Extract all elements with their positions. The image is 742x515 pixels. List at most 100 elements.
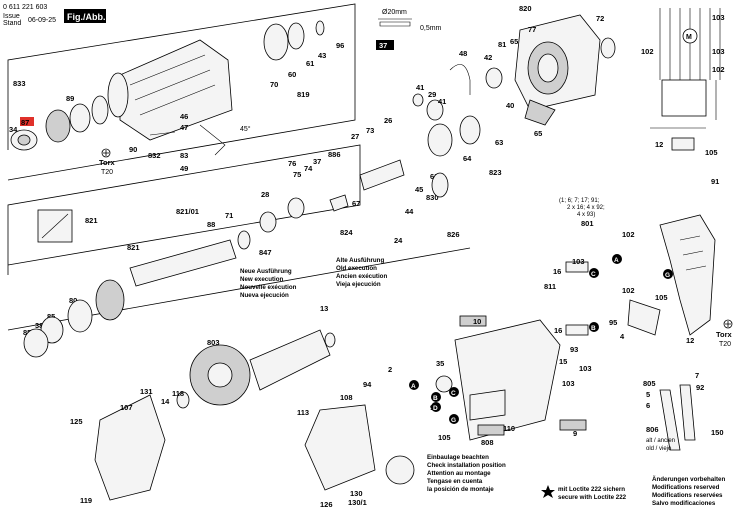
part-27: 27	[351, 132, 359, 141]
part-801: 801	[581, 219, 594, 228]
part-44: 44	[405, 207, 414, 216]
dimension-diameter: Ø20mm	[382, 9, 407, 16]
part-126: 126	[320, 500, 333, 509]
part-103c: 103	[562, 379, 575, 388]
part-87: 87	[21, 118, 29, 127]
spindle-assembly	[23, 159, 449, 358]
letter-b-1: B	[433, 395, 438, 402]
section-outline-middle	[7, 144, 361, 275]
part-37: 37	[379, 41, 387, 50]
torx-label-right: Torx	[716, 330, 733, 339]
part-76: 76	[288, 159, 296, 168]
alt-old-2: old / viejo	[646, 446, 672, 452]
part-13: 13	[320, 304, 328, 313]
figure-label: Fig./Abb. 1	[67, 12, 113, 22]
old-execution-fr: Ancien exécution	[336, 273, 387, 280]
part-118: 118	[172, 389, 184, 398]
part-90: 90	[129, 145, 137, 154]
part-60: 60	[288, 70, 296, 79]
part-85b: 85	[47, 312, 55, 321]
part-6: 6	[646, 401, 650, 410]
part-28: 28	[261, 190, 269, 199]
part-61: 61	[306, 59, 314, 68]
part-125: 125	[70, 417, 83, 426]
part-94a: 94	[363, 380, 372, 389]
part-83: 83	[180, 151, 188, 160]
part-119: 119	[80, 496, 92, 505]
part-74: 74	[304, 164, 313, 173]
part-65b: 65	[534, 129, 542, 138]
part-819: 819	[297, 90, 310, 99]
gearbox-assembly	[412, 14, 616, 157]
new-execution-fr: Nouvelle exécution	[240, 284, 297, 291]
part-821-01: 821/01	[176, 207, 199, 216]
figure-label-box	[64, 9, 106, 23]
part-92: 92	[696, 383, 704, 392]
part-16b: 16	[554, 326, 562, 335]
part-830: 830	[426, 193, 439, 202]
part-96: 96	[336, 41, 344, 50]
letter-a-2: A	[614, 257, 619, 264]
part-102d: 102	[712, 65, 725, 74]
part-80: 80	[69, 296, 77, 305]
torx-size-right: T20	[719, 341, 731, 348]
letter-c-1: C	[451, 390, 456, 397]
part-48: 48	[459, 49, 467, 58]
housing-assembly	[435, 315, 587, 441]
part-832: 832	[148, 151, 161, 160]
part-71: 71	[225, 211, 233, 220]
alt-old-1: alt / ancien	[646, 438, 675, 444]
part-41a: 41	[416, 83, 424, 92]
part-107: 107	[120, 403, 133, 412]
stand-label: Stand	[3, 20, 21, 27]
part-105b: 105	[655, 293, 668, 302]
part-803: 803	[207, 338, 220, 347]
part-75: 75	[293, 170, 301, 179]
part-85: 85	[23, 328, 31, 337]
angle-label: 45°	[240, 125, 251, 133]
loctite-note-en: secure with Loctite 222	[558, 494, 627, 501]
part-45: 45	[415, 185, 423, 194]
loctite-note-de: mit Loctite 222 sichern	[558, 486, 625, 493]
issue-label: Issue	[3, 13, 20, 20]
part-43: 43	[318, 51, 326, 60]
issue-date: 06-09-25	[28, 17, 56, 24]
part-95: 95	[609, 318, 617, 327]
part-34: 34	[9, 125, 18, 134]
part-130-1: 130/1	[348, 498, 367, 507]
dimension-thickness: 0,5mm	[420, 25, 442, 32]
part-93: 93	[570, 345, 578, 354]
part-38: 38	[35, 321, 43, 330]
old-execution-en: Old execution	[336, 265, 377, 272]
install-note-es1: Tengase en cuenta	[427, 478, 483, 485]
screw-sizes-3: 4 x 93)	[577, 212, 595, 218]
letter-c-2: C	[591, 271, 596, 278]
part-12a: 12	[686, 336, 694, 345]
wiring-schematic: M	[650, 8, 721, 151]
part-67: 67	[352, 199, 360, 208]
part-2: 2	[388, 365, 392, 374]
letter-b-2: B	[591, 325, 596, 332]
part-47: 47	[180, 123, 188, 132]
screw-sizes-2: 2 x 16; 4 x 92;	[567, 205, 605, 211]
install-note-es2: la posición de montaje	[427, 486, 494, 493]
part-41b: 41	[438, 97, 446, 106]
torx-icon-right	[723, 319, 733, 329]
install-note-de: Einbaulage beachten	[427, 454, 489, 461]
letter-a-1: A	[411, 383, 416, 390]
torx-size: T20	[101, 169, 113, 176]
part-102c: 102	[641, 47, 654, 56]
star-icon	[541, 485, 555, 498]
part-37b: 37	[313, 157, 321, 166]
part-820: 820	[519, 4, 532, 13]
part-811: 811	[544, 282, 556, 291]
install-note-en: Check installation position	[427, 462, 506, 469]
part-88: 88	[207, 220, 215, 229]
hammer-head-assembly	[10, 20, 325, 156]
part-72: 72	[596, 14, 604, 23]
part-64: 64	[463, 154, 472, 163]
part-10: 10	[473, 317, 481, 326]
part-9: 9	[573, 429, 577, 438]
modifications-en: Modifications reserved	[652, 484, 720, 491]
